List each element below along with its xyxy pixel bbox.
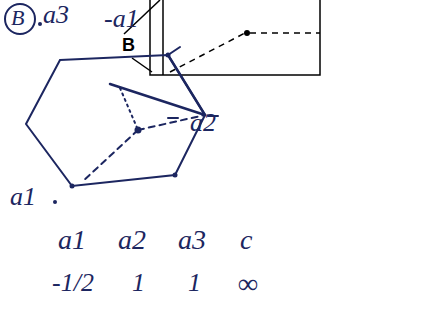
inset-dot — [244, 30, 250, 36]
index-value: 1 — [132, 270, 145, 296]
axis-label: a2 — [190, 110, 216, 136]
vertex-dot — [166, 53, 171, 58]
axis-label: a3 — [43, 2, 69, 28]
axis-dash — [168, 117, 178, 119]
dotted-line — [120, 88, 138, 130]
axis-label: a1 — [10, 184, 36, 210]
circled-letter: B — [11, 7, 24, 29]
vertex-dot — [70, 184, 75, 189]
axis-a1 — [82, 130, 138, 182]
column-head: a3 — [178, 226, 206, 254]
inset-frame — [150, 0, 320, 75]
column-head: a2 — [118, 226, 146, 254]
circle-mark — [5, 4, 35, 34]
inset-line — [162, 0, 164, 75]
vertex-dot — [173, 173, 178, 178]
pointer-line — [132, 58, 152, 72]
column-head: a1 — [58, 226, 86, 254]
axis-label: -a1 — [104, 6, 139, 32]
inset-dashed — [250, 32, 320, 34]
index-value: -1/2 — [52, 270, 94, 296]
index-value: ∞ — [238, 270, 258, 298]
center-dot — [135, 127, 142, 134]
ink-dot — [38, 22, 42, 26]
view-letter: B — [122, 36, 135, 54]
plane-line — [168, 55, 205, 115]
inset-dashed — [170, 33, 245, 72]
index-value: 1 — [188, 270, 201, 296]
hexagon — [26, 55, 205, 186]
column-head: c — [240, 226, 252, 254]
ink-dot — [53, 200, 57, 204]
